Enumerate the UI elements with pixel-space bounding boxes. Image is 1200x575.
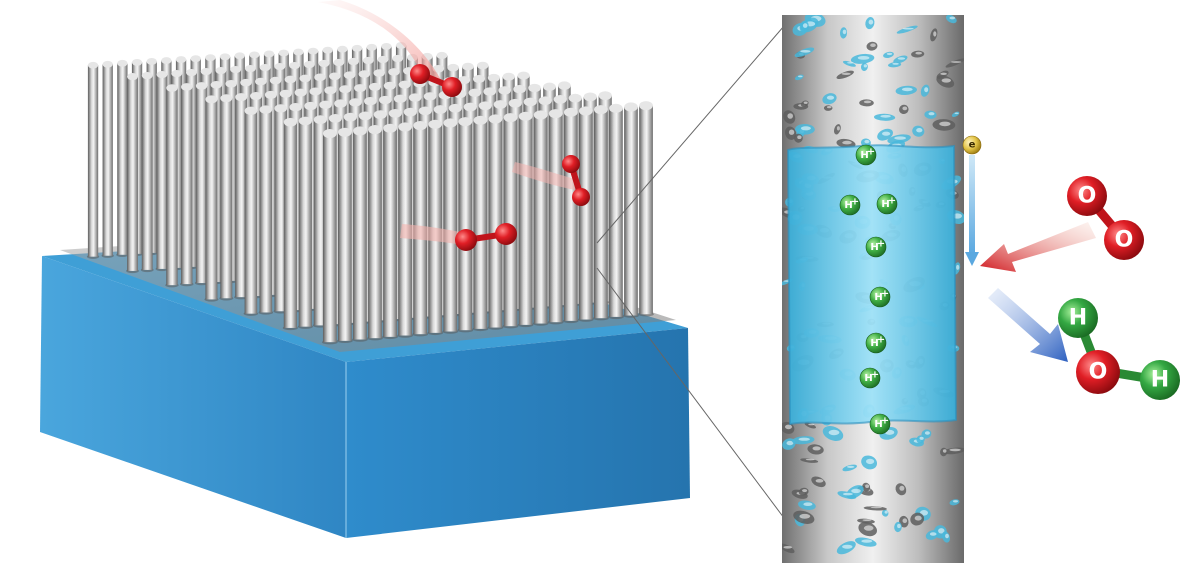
magnified-pillar (782, 15, 964, 563)
nanopillar (623, 102, 639, 318)
nanopillar (472, 115, 489, 332)
nanopillar (243, 106, 259, 316)
proton-h-plus: H+ (869, 286, 891, 308)
nanopillar (517, 111, 534, 328)
svg-text:e: e (969, 140, 976, 151)
nanopillar (502, 113, 519, 329)
svg-text:+: + (881, 416, 889, 427)
water-channel (788, 145, 956, 424)
nanopillar (442, 118, 459, 334)
oxygen-atom-label: O (1078, 184, 1097, 209)
water-outflow-arrow (988, 288, 1068, 362)
o2-trail-3 (400, 224, 470, 246)
hydrogen-atom-label: H (1069, 306, 1087, 331)
nanopillar (638, 101, 654, 317)
svg-text:+: + (881, 289, 889, 300)
proton-h-plus: H+ (839, 194, 861, 216)
zoom-line-bottom (596, 267, 785, 519)
electron-flow-arrow (965, 155, 979, 266)
nanopillar (140, 72, 154, 273)
nanopillar (532, 110, 549, 326)
svg-text:H: H (874, 292, 882, 303)
nanopillar (155, 71, 169, 272)
nanopillar (86, 61, 100, 259)
nanopillar (487, 114, 504, 330)
svg-text:H: H (860, 150, 868, 161)
nanopillar (219, 94, 234, 301)
svg-text:+: + (877, 335, 885, 346)
nanopillar (352, 126, 368, 342)
proton-h-plus: H+ (865, 236, 887, 258)
zoom-line-top (596, 25, 785, 244)
svg-text:H: H (881, 199, 889, 210)
o2-molecule (455, 223, 517, 251)
nanopillar (608, 103, 624, 320)
svg-text:H: H (844, 200, 852, 211)
nanopillar (593, 105, 609, 321)
proton-h-plus: H+ (859, 367, 881, 389)
svg-text:+: + (877, 239, 885, 250)
oxygen-inflow-arrow (980, 222, 1096, 272)
svg-text:+: + (888, 196, 896, 207)
nanopillar (180, 83, 194, 287)
proton-group: H+H+H+H+H+H+H+H+ (839, 144, 898, 435)
nanopillar (101, 60, 114, 258)
electron-particle: e (962, 135, 982, 155)
nanopillar (321, 129, 338, 345)
nanopillar (297, 116, 313, 329)
o2-molecule (562, 155, 590, 206)
oxygen-atom-label: O (1089, 360, 1108, 385)
svg-text:H: H (870, 338, 878, 349)
svg-text:+: + (871, 370, 879, 381)
hydrogen-atom-label: H (1151, 368, 1169, 393)
nanopillar (258, 105, 274, 315)
nanopillar (194, 82, 209, 286)
nanopillar (367, 125, 383, 341)
nanopillar (457, 117, 474, 333)
nanopillar (337, 127, 353, 344)
nanopillar (547, 109, 564, 325)
svg-text:H: H (874, 419, 882, 430)
proton-h-plus: H+ (869, 413, 891, 435)
h2o-molecule: H O H (1058, 298, 1180, 400)
o2-trail-2 (512, 162, 578, 190)
nanopillar (282, 117, 298, 331)
svg-text:+: + (867, 147, 875, 158)
proton-h-plus: H+ (876, 193, 898, 215)
nanopillar (577, 106, 594, 322)
o2-molecule-large: O O (1067, 176, 1144, 260)
nanopillar (204, 95, 219, 302)
nanopillar (562, 107, 579, 324)
proton-h-plus: H+ (855, 144, 877, 166)
nanopillar (126, 73, 139, 274)
oxygen-atom-label: O (1115, 228, 1134, 253)
proton-h-plus: H+ (865, 332, 887, 354)
nanopillar (382, 123, 398, 340)
nanopillar (116, 59, 129, 257)
o2-molecule (410, 64, 462, 97)
svg-text:H: H (870, 242, 878, 253)
nanopillar (165, 84, 179, 288)
svg-text:H: H (864, 373, 872, 384)
svg-text:+: + (851, 197, 859, 208)
